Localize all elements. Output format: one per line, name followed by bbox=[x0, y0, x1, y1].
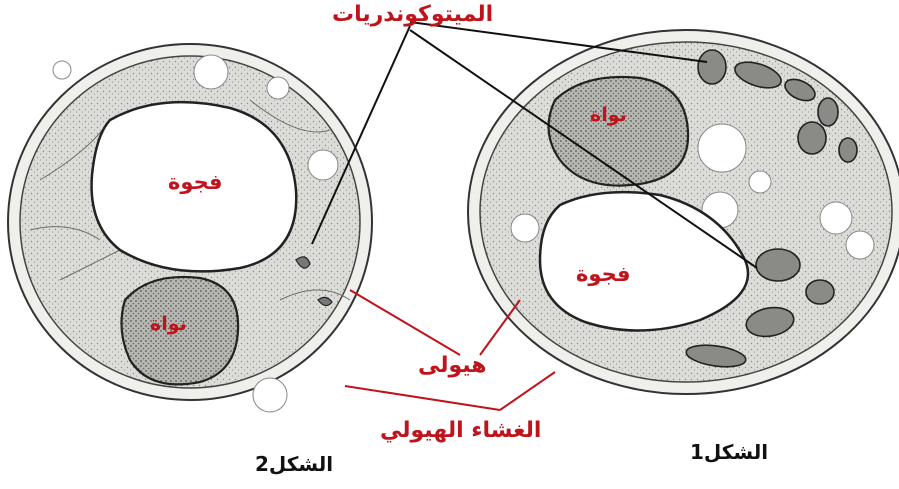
label-vacuole-fig1: فجوة bbox=[576, 262, 630, 286]
small-vacuole bbox=[194, 55, 228, 89]
mitochondrion bbox=[756, 249, 800, 281]
label-vacuole-fig2: فجوة bbox=[168, 170, 222, 194]
pointer-line-membrane bbox=[500, 372, 555, 410]
small-vacuole bbox=[698, 124, 746, 172]
figure-2-caption: الشكل2 bbox=[255, 452, 333, 476]
cell-figure-2 bbox=[8, 44, 372, 412]
small-vacuole bbox=[53, 61, 71, 79]
small-vacuole bbox=[749, 171, 771, 193]
figure-1-caption: الشكل1 bbox=[690, 440, 768, 464]
small-vacuole bbox=[511, 214, 539, 242]
mitochondrion bbox=[798, 122, 826, 154]
pointer-line-membrane bbox=[345, 386, 500, 410]
small-vacuole bbox=[846, 231, 874, 259]
label-plasma-membrane: الغشاء الهيولي bbox=[380, 418, 541, 443]
small-vacuole bbox=[820, 202, 852, 234]
nucleus-1 bbox=[549, 77, 689, 186]
small-vacuole bbox=[267, 77, 289, 99]
mitochondrion bbox=[818, 98, 838, 126]
mitochondrion bbox=[839, 138, 857, 162]
cell-figure-1 bbox=[468, 30, 899, 394]
label-nucleus-fig1: نواة bbox=[590, 104, 627, 126]
pointer-line-cytoplasm bbox=[350, 290, 460, 355]
label-nucleus-fig2: نواة bbox=[150, 313, 187, 335]
mitochondrion bbox=[806, 280, 834, 304]
mitochondrion bbox=[698, 50, 726, 84]
small-vacuole bbox=[308, 150, 338, 180]
label-cytoplasm: هيولى bbox=[418, 353, 487, 378]
label-mitochondria: الميتوكوندريات bbox=[332, 2, 493, 27]
small-vacuole bbox=[253, 378, 287, 412]
